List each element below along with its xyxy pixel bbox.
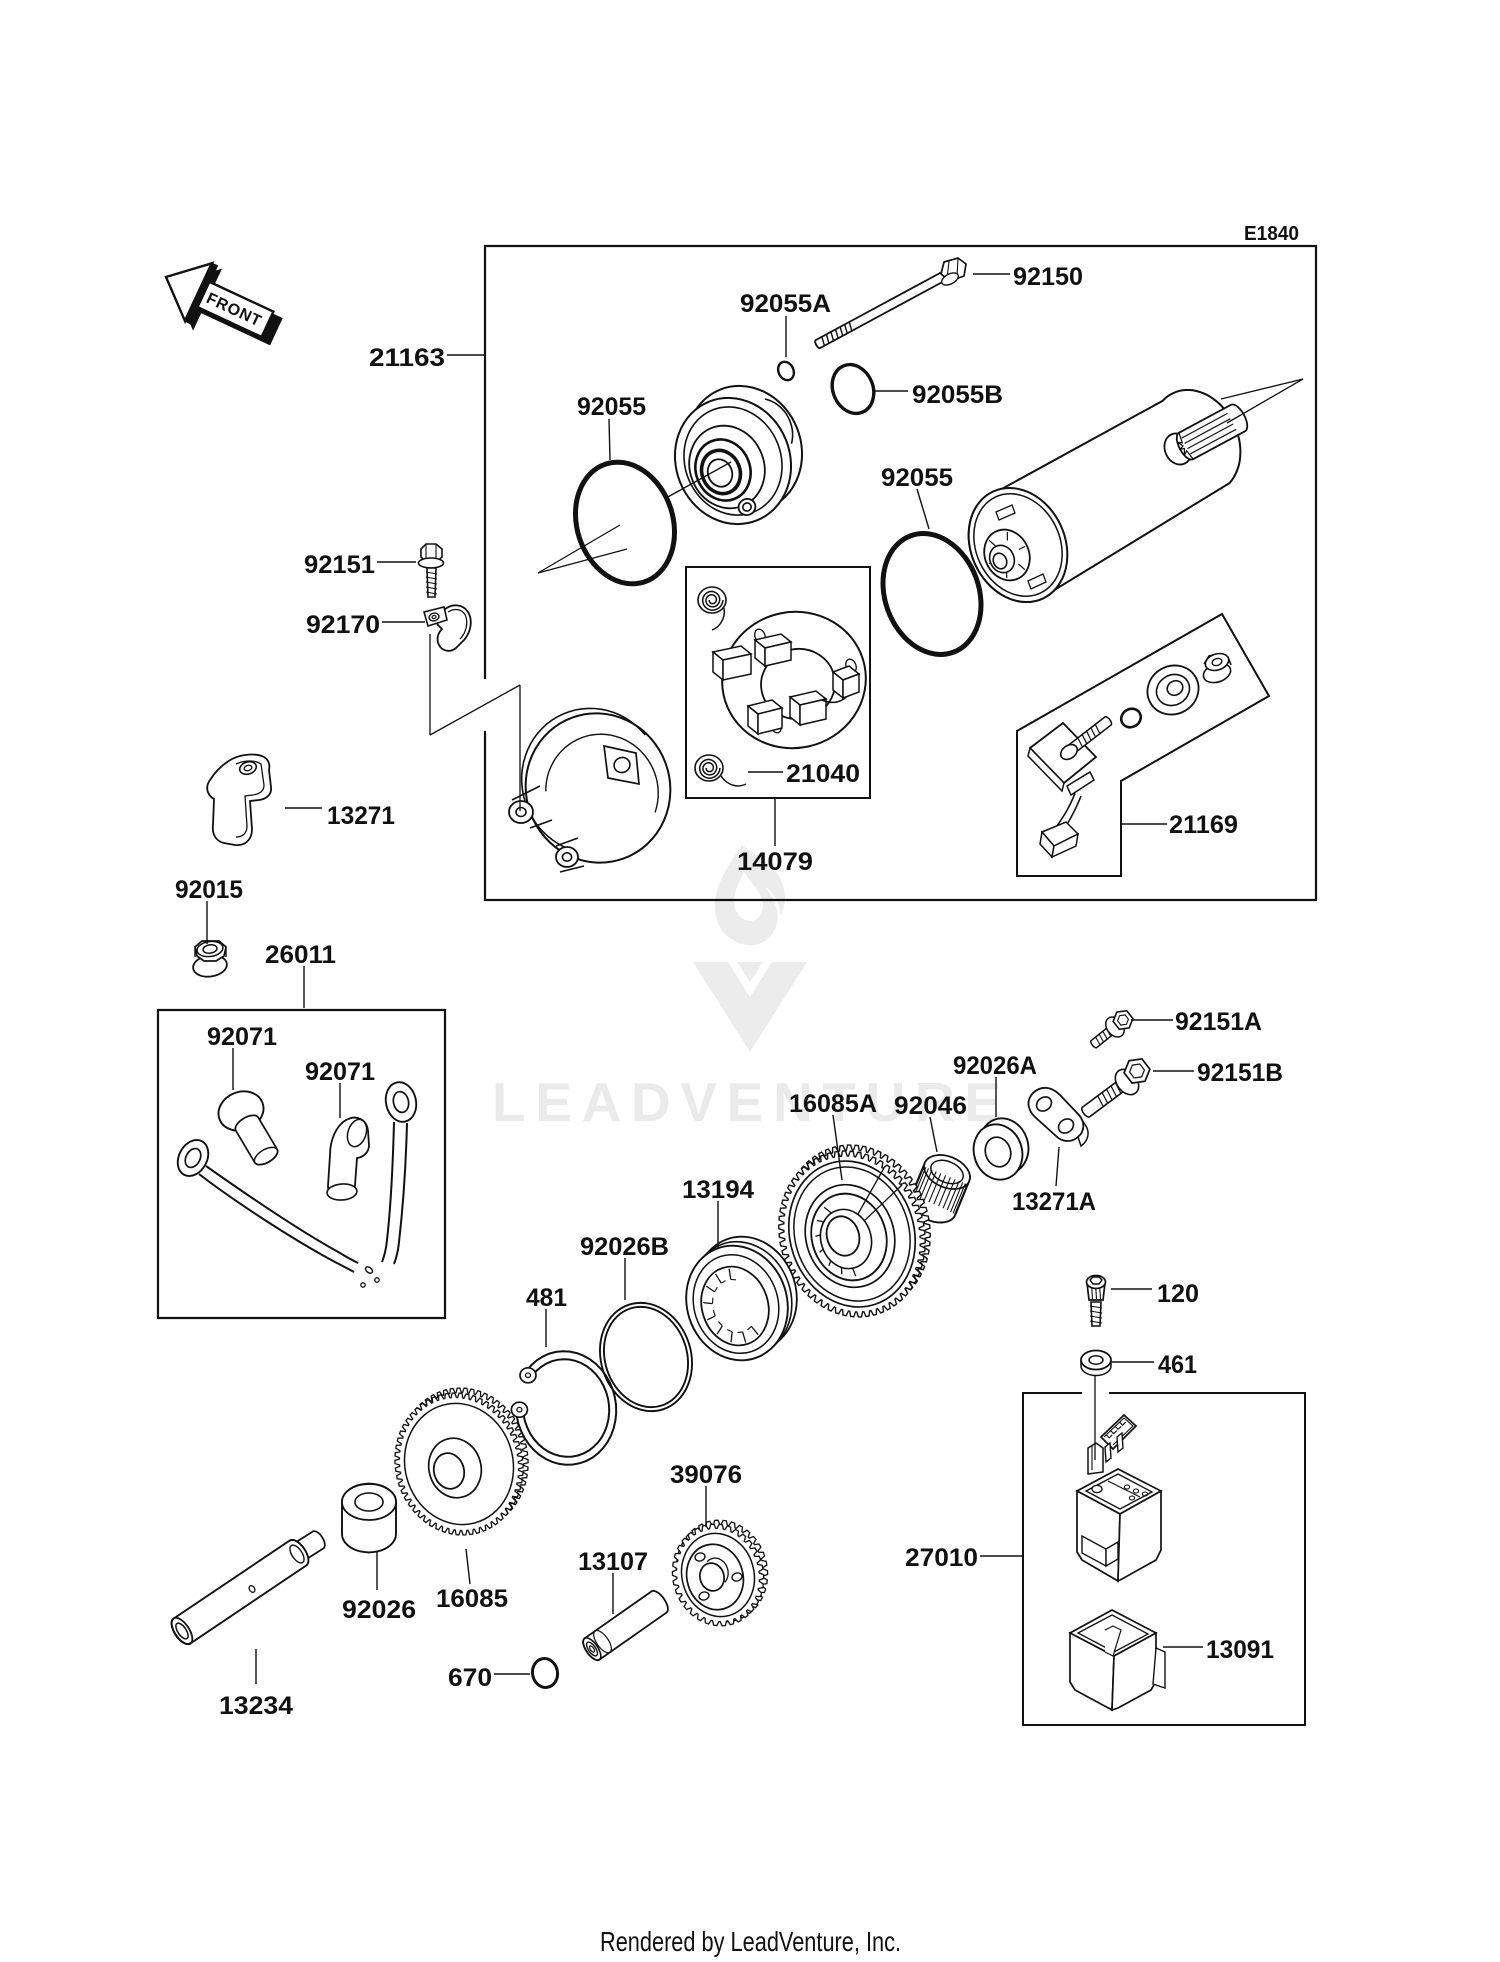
shaft-13234-drawing — [170, 1530, 326, 1646]
part-label-16085a: 16085A — [789, 1090, 877, 1118]
front-direction-arrow: FRONT — [164, 261, 283, 346]
drawing-code: E1840 — [1244, 223, 1299, 245]
part-label-39076: 39076 — [670, 1461, 742, 1489]
part-label-92046: 92046 — [894, 1092, 967, 1120]
part-label-92026b: 92026B — [580, 1233, 669, 1261]
circlip-481-drawing — [510, 1350, 618, 1466]
starter-relay-27010-drawing — [1075, 1442, 1163, 1583]
idle-gear-16085-drawing — [394, 1387, 529, 1536]
part-label-13271: 13271 — [327, 802, 395, 830]
part-label-92170: 92170 — [306, 611, 380, 639]
starter-motor-body-drawing — [967, 389, 1249, 604]
group-box-brush-holder — [685, 566, 871, 799]
bolts-92151ab-bracket-13271a-washer-92026a-bearing-92046-drawing — [909, 1009, 1151, 1224]
group-box-26011 — [156, 1008, 447, 1320]
bolt-92150-drawing — [814, 257, 967, 349]
part-label-481: 481 — [526, 1284, 567, 1312]
part-label-120: 120 — [1157, 1280, 1199, 1308]
part-label-16085: 16085 — [436, 1585, 508, 1613]
oring-92055-rear-drawing — [880, 531, 984, 657]
bolt-120-drawing — [1085, 1274, 1107, 1327]
oring-92055a-drawing — [776, 360, 796, 382]
part-label-27010: 27010 — [905, 1544, 978, 1572]
part-label-21169: 21169 — [1169, 811, 1238, 839]
part-label-92071_a: 92071 — [207, 1023, 277, 1051]
part-label-92055_left: 92055 — [577, 393, 646, 421]
footer-credit: Rendered by LeadVenture, Inc. — [600, 1926, 901, 1957]
watermark-logo: LEADVENTURE — [492, 845, 1001, 1133]
group-box-21163 — [483, 244, 1318, 902]
gear-39076-drawing — [671, 1519, 769, 1627]
part-label-92055a: 92055A — [740, 290, 831, 318]
washer-461-drawing — [1080, 1349, 1112, 1377]
part-label-92015: 92015 — [175, 876, 243, 904]
part-label-92151b: 92151B — [1197, 1059, 1283, 1087]
part-label-13091: 13091 — [1206, 1636, 1274, 1664]
battery-cable-26011-drawing — [176, 1081, 418, 1288]
collar-92026-drawing — [341, 1482, 397, 1554]
part-label-92055_right: 92055 — [881, 464, 953, 492]
part-label-92026: 92026 — [342, 1596, 416, 1624]
part-label-14079: 14079 — [737, 848, 813, 876]
part-label-92055b: 92055B — [912, 381, 1003, 409]
part-label-670: 670 — [448, 1664, 492, 1692]
part-label-92026a: 92026A — [953, 1052, 1037, 1080]
clutch-hub-13194-drawing — [685, 1235, 798, 1362]
part-label-13271a: 13271A — [1012, 1188, 1096, 1216]
part-label-461: 461 — [1158, 1351, 1197, 1379]
brush-holder-21040-drawing — [694, 586, 867, 787]
end-cover-14079-drawing — [508, 707, 672, 873]
part-label-13194: 13194 — [682, 1176, 754, 1204]
oring-670-drawing — [530, 1657, 560, 1689]
part-label-13234: 13234 — [219, 1692, 293, 1720]
pin-13107-drawing — [582, 1589, 669, 1662]
part-labels: E1840 21163 92150 92055A 92055B 92055 92055 921… — [175, 223, 1299, 1720]
clutch-gear-16085a-drawing — [778, 1144, 931, 1318]
part-label-92150: 92150 — [1013, 263, 1083, 291]
oring-92055-front-drawing — [572, 459, 678, 587]
front-cover-21163-drawing — [673, 384, 804, 526]
part-label-13107: 13107 — [578, 1548, 648, 1576]
part-label-26011: 26011 — [265, 941, 336, 969]
group-box-27010 — [1022, 1392, 1306, 1726]
part-label-21040: 21040 — [786, 760, 860, 788]
oring-92055b-drawing — [830, 362, 876, 416]
fuse-27010-drawing — [1099, 1413, 1138, 1464]
part-label-92151: 92151 — [304, 551, 375, 579]
relay-case-13091-drawing — [1068, 1609, 1166, 1712]
bolt-92151-clamp-92170-bracket-13271-drawing — [206, 543, 472, 846]
part-label-21163: 21163 — [369, 344, 445, 372]
leader-lines — [206, 273, 1304, 1684]
part-label-92071_b: 92071 — [305, 1058, 375, 1086]
group-box-21169 — [1016, 612, 1271, 877]
part-label-92151a: 92151A — [1175, 1008, 1262, 1036]
nut-92015-drawing — [192, 940, 228, 978]
terminal-kit-21169-drawing — [1027, 652, 1232, 859]
